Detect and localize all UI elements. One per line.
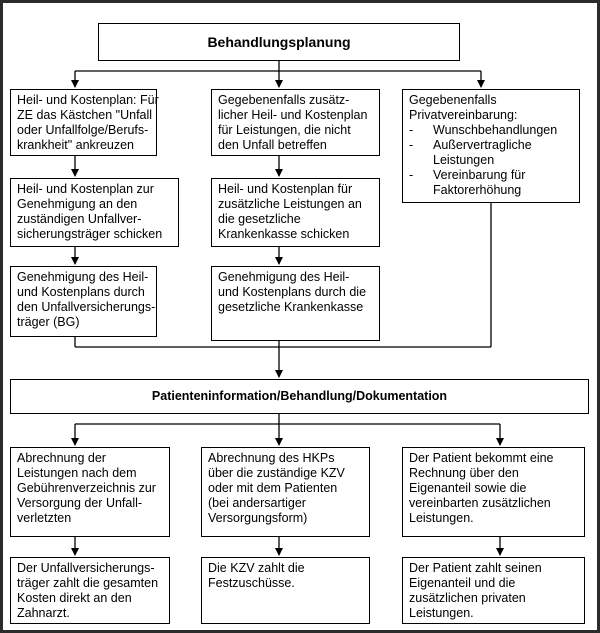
box-text-line: verletzten bbox=[17, 511, 72, 525]
box-text-line: für Leistungen, die nicht bbox=[218, 123, 351, 137]
box-text-line: Gegebenenfalls zusätz- bbox=[218, 93, 350, 107]
box-text-line: Krankenkasse schicken bbox=[218, 227, 350, 241]
box-text-line: Abrechnung des HKPs bbox=[208, 451, 335, 465]
bullet-mark: - bbox=[409, 138, 414, 152]
box-text-line: Versorgung der Unfall- bbox=[17, 496, 143, 510]
box-text-line: Rechnung über den bbox=[409, 466, 519, 480]
box-text-line: oder Unfallfolge/Berufs- bbox=[17, 123, 149, 137]
box-text-line: Gegebenenfalls bbox=[409, 93, 497, 107]
box-text-line: Der Patient bekommt eine bbox=[409, 451, 554, 465]
box-text-line: den Unfallversicherungs- bbox=[17, 300, 156, 314]
box-text-line: Leistungen. bbox=[409, 606, 474, 620]
box-text-line: sicherungsträger schicken bbox=[17, 227, 163, 241]
box-send-to-insurer: Heil- und Kostenplan zur Genehmigung an … bbox=[10, 178, 179, 247]
box-hkp-accident: Heil- und Kostenplan: Für ZE das Kästche… bbox=[10, 89, 159, 156]
box-text-line: ZE das Kästchen "Unfall bbox=[17, 108, 153, 122]
box-text-line: Eigenanteil und die bbox=[409, 576, 516, 590]
bullet-item: - Außervertragliche Leistungen bbox=[409, 138, 573, 168]
box-text-line: oder mit dem Patienten bbox=[208, 481, 338, 495]
box-text-line: vereinbarten zusätzlichen bbox=[409, 496, 551, 510]
box-text-line: über die zuständige KZV bbox=[208, 466, 345, 480]
box-text-line: gesetzliche Krankenkasse bbox=[218, 300, 364, 314]
box-text-line: zusätzlichen privaten bbox=[409, 591, 526, 605]
box-text-line: und Kostenplans durch bbox=[17, 285, 145, 299]
box-text-line: Eigenanteil sowie die bbox=[409, 481, 527, 495]
box-text-line: und Kostenplans durch die bbox=[218, 285, 367, 299]
title-box: Behandlungsplanung bbox=[98, 23, 460, 61]
box-patient-invoice: Der Patient bekommt eine Rechnung über d… bbox=[402, 447, 585, 537]
center-box: Patienteninformation/Behandlung/Dokument… bbox=[10, 379, 589, 414]
box-text-line: licher Heil- und Kostenplan bbox=[218, 108, 368, 122]
bullet-mark: - bbox=[409, 168, 414, 182]
bullet-text: Leistungen bbox=[433, 153, 495, 167]
box-approval-health-insurance: Genehmigung des Heil- und Kostenplans du… bbox=[211, 266, 380, 341]
box-insurer-pays: Der Unfallversicherungs- träger zahlt di… bbox=[10, 557, 170, 624]
box-billing-accident: Abrechnung der Leistungen nach dem Gebüh… bbox=[10, 447, 170, 537]
box-text-line: Der Unfallversicherungs- bbox=[17, 561, 155, 575]
box-text-line: die gesetzliche bbox=[218, 212, 301, 226]
box-text-line: Abrechnung der bbox=[17, 451, 106, 465]
box-approval-bg: Genehmigung des Heil- und Kostenplans du… bbox=[10, 266, 157, 337]
box-text-line: Heil- und Kostenplan zur bbox=[17, 182, 154, 196]
bullet-item: - Vereinbarung für Faktorerhöhung bbox=[409, 168, 573, 198]
box-text-line: Leistungen. bbox=[409, 511, 474, 525]
box-kzv-pays: Die KZV zahlt die Festzuschüsse. bbox=[201, 557, 370, 624]
box-text-line: träger (BG) bbox=[17, 315, 80, 329]
bullet-item: - Wunschbehandlungen bbox=[409, 123, 573, 138]
bullet-text: Außervertragliche bbox=[433, 138, 532, 152]
box-text-line: Die KZV zahlt die bbox=[208, 561, 305, 575]
box-hkp-additional: Gegebenenfalls zusätz- licher Heil- und … bbox=[211, 89, 380, 156]
box-text-line: träger zahlt die gesamten bbox=[17, 576, 159, 590]
box-text-line: Leistungen nach dem bbox=[17, 466, 137, 480]
bullet-mark: - bbox=[409, 123, 414, 137]
box-text-line: (bei andersartiger bbox=[208, 496, 306, 510]
box-text-line: Festzuschüsse. bbox=[208, 576, 295, 590]
box-text-line: Privatvereinbarung: bbox=[409, 108, 518, 122]
box-text-line: Versorgungsform) bbox=[208, 511, 308, 525]
box-text-line: zuständigen Unfallver- bbox=[17, 212, 142, 226]
box-text-line: Genehmigung des Heil- bbox=[218, 270, 350, 284]
box-text-line: zusätzliche Leistungen an bbox=[218, 197, 362, 211]
box-billing-hkp: Abrechnung des HKPs über die zuständige … bbox=[201, 447, 370, 537]
box-text-line: Genehmigung an den bbox=[17, 197, 138, 211]
box-private-agreement: Gegebenenfalls Privatvereinbarung: - Wun… bbox=[402, 89, 580, 203]
box-send-to-health-insurance: Heil- und Kostenplan für zusätzliche Lei… bbox=[211, 178, 380, 247]
bullet-text: Wunschbehandlungen bbox=[433, 123, 558, 137]
box-text-line: Heil- und Kostenplan: Für bbox=[17, 93, 159, 107]
box-text-line: Genehmigung des Heil- bbox=[17, 270, 149, 284]
box-text-line: den Unfall betreffen bbox=[218, 138, 327, 152]
box-text-line: Kosten direkt an den bbox=[17, 591, 132, 605]
center-text: Patienteninformation/Behandlung/Dokument… bbox=[151, 389, 448, 403]
title-text: Behandlungsplanung bbox=[207, 33, 351, 50]
bullet-text: Faktorerhöhung bbox=[433, 183, 522, 197]
box-text-line: Heil- und Kostenplan für bbox=[218, 182, 353, 196]
box-text-line: krankheit" ankreuzen bbox=[17, 138, 135, 152]
box-text-line: Der Patient zahlt seinen bbox=[409, 561, 542, 575]
box-text-line: Gebührenverzeichnis zur bbox=[17, 481, 156, 495]
box-patient-pays: Der Patient zahlt seinen Eigenanteil und… bbox=[402, 557, 585, 624]
box-text-line: Zahnarzt. bbox=[17, 606, 70, 620]
bullet-text: Vereinbarung für bbox=[433, 168, 526, 182]
